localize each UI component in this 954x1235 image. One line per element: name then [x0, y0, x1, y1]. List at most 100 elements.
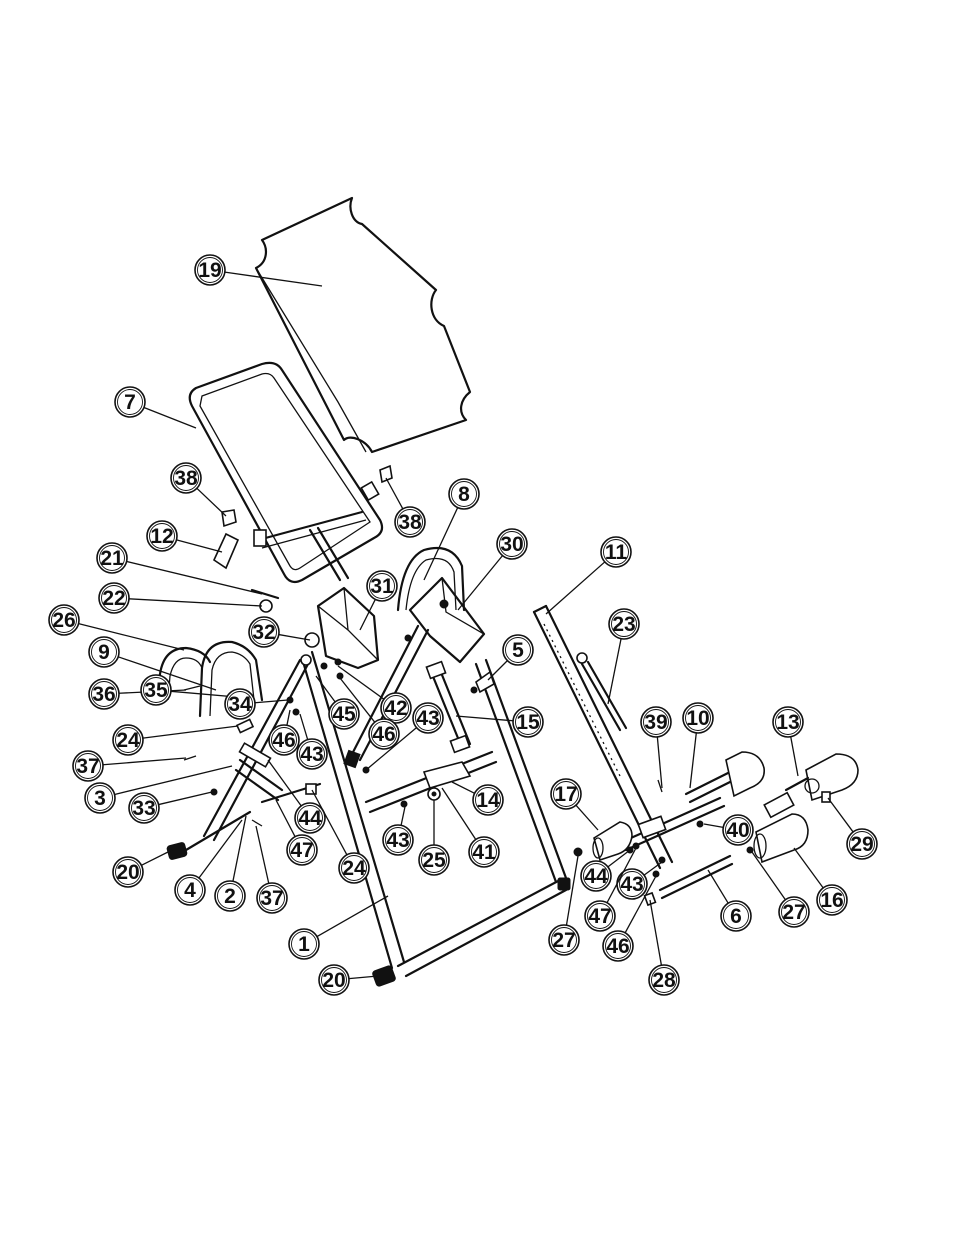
callout-22: 22 — [98, 582, 263, 614]
callout-inner-ring — [177, 877, 203, 903]
callout-47: 47 — [275, 799, 318, 866]
callout-43: 43 — [382, 801, 414, 856]
leader-line — [254, 699, 289, 704]
callout-19: 19 — [194, 254, 323, 287]
callout-inner-ring — [291, 931, 317, 957]
callout-circle — [88, 678, 120, 710]
callout-inner-ring — [553, 781, 579, 807]
callout-circle — [418, 844, 450, 876]
leader-line — [751, 851, 786, 901]
leader-line — [643, 861, 663, 876]
callout-2: 2 — [214, 815, 247, 912]
leader-line — [176, 539, 223, 553]
callout-number: 38 — [174, 467, 198, 490]
foot-20-left — [166, 842, 188, 860]
leader-line — [624, 875, 657, 934]
leader-line — [255, 825, 270, 884]
callout-number: 46 — [606, 935, 629, 958]
callout-number: 27 — [552, 929, 575, 952]
leader-line — [400, 801, 407, 826]
callout-inner-ring — [115, 727, 141, 753]
callout-13: 13 — [772, 706, 804, 777]
leader-line — [457, 555, 504, 611]
callout-inner-ring — [91, 639, 117, 665]
callout-33: 33 — [128, 791, 213, 824]
callout-circle — [468, 836, 500, 868]
callout-4: 4 — [174, 819, 243, 906]
leader-line — [385, 477, 404, 510]
callout-inner-ring — [143, 677, 169, 703]
cap-27-right — [746, 846, 754, 854]
callout-circle — [472, 784, 504, 816]
callout-1: 1 — [288, 895, 389, 960]
leader-line — [487, 660, 508, 681]
callout-27: 27 — [751, 851, 810, 928]
callout-circle — [214, 880, 246, 912]
callout-circle — [338, 852, 370, 884]
callout-number: 17 — [554, 783, 577, 806]
callout-circle — [722, 814, 754, 846]
leader-line — [455, 715, 514, 722]
callout-37: 37 — [72, 750, 187, 782]
callout-circle — [328, 698, 360, 730]
callout-inner-ring — [75, 753, 101, 779]
leader-line — [114, 765, 233, 796]
callout-15: 15 — [455, 706, 544, 738]
pivot-bracket-14 — [422, 761, 472, 801]
leader-line — [311, 789, 348, 856]
callout-inner-ring — [173, 465, 199, 491]
callout-inner-ring — [383, 695, 409, 721]
callout-circle — [720, 900, 752, 932]
leader-line — [365, 727, 417, 771]
callout-number: 19 — [198, 259, 221, 282]
sleeve-24-bottom — [305, 783, 317, 795]
callout-number: 10 — [686, 707, 709, 730]
callout-inner-ring — [331, 701, 357, 727]
callout-number: 41 — [472, 841, 496, 864]
callout-35: 35 — [140, 674, 249, 706]
callout-26: 26 — [48, 604, 185, 651]
callout-inner-ring — [619, 871, 645, 897]
bolt-37-bottom — [251, 819, 263, 827]
callout-inner-ring — [371, 721, 397, 747]
callout-circle — [380, 692, 412, 724]
leader-line — [198, 819, 243, 879]
callout-circle — [140, 674, 172, 706]
callout-circle — [98, 582, 130, 614]
handle-9 — [198, 640, 264, 718]
callout-circle — [174, 874, 206, 906]
callout-number: 7 — [124, 391, 136, 414]
callout-20: 20 — [112, 849, 173, 888]
roller-16 — [753, 813, 809, 864]
callout-46: 46 — [268, 709, 300, 756]
callout-25: 25 — [418, 800, 450, 876]
callout-circle — [846, 828, 878, 860]
roller-17 — [592, 821, 633, 862]
callout-43: 43 — [365, 702, 444, 771]
callout-circle — [682, 702, 714, 734]
leader-line — [232, 815, 247, 882]
callout-inner-ring — [421, 847, 447, 873]
callout-number: 44 — [298, 807, 322, 830]
callout-inner-ring — [101, 585, 127, 611]
callout-circle — [112, 856, 144, 888]
callout-number: 13 — [776, 711, 799, 734]
callout-40: 40 — [703, 814, 754, 846]
callout-number: 30 — [500, 533, 523, 556]
foam-roller-13 — [784, 753, 859, 803]
callout-inner-ring — [849, 831, 875, 857]
callout-inner-ring — [505, 637, 531, 663]
callout-45: 45 — [315, 675, 360, 730]
callout-circle — [382, 824, 414, 856]
callout-inner-ring — [611, 611, 637, 637]
callout-number: 42 — [384, 697, 407, 720]
callout-number: 11 — [605, 541, 628, 564]
callout-number: 26 — [52, 609, 75, 632]
callout-44: 44 — [267, 759, 326, 834]
callout-46: 46 — [602, 875, 657, 962]
callout-inner-ring — [99, 545, 125, 571]
callout-number: 2 — [224, 885, 236, 908]
callout-number: 12 — [150, 525, 173, 548]
callout-number: 3 — [94, 787, 106, 810]
leader-line — [607, 849, 631, 868]
